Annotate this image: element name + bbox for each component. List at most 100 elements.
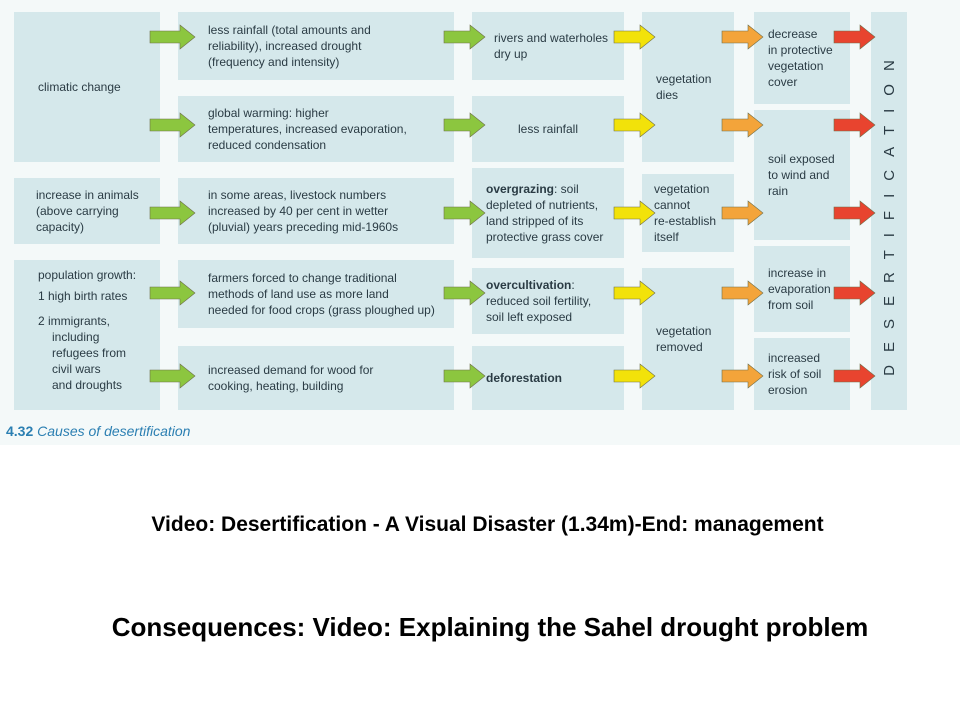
veg-cannot-line-2: cannot	[654, 198, 691, 212]
animals-line-1: increase in animals	[36, 188, 139, 202]
arrow-red-5	[833, 363, 876, 389]
animals-line-3: capacity)	[36, 220, 85, 234]
overcultivation-line-2: reduced soil fertility,	[486, 294, 592, 308]
wood-line-1: increased demand for wood for	[208, 363, 374, 377]
arrow-yellow-rivers	[613, 24, 656, 50]
erosion-line-1: increased	[768, 351, 821, 365]
arrow-yellow-overgrazing	[613, 200, 656, 226]
box-overgrazing: overgrazing: soil depleted of nutrients,…	[472, 168, 624, 258]
box-vegetation-removed: vegetation removed	[642, 268, 734, 410]
overgrazing-line-2: depleted of nutrients,	[486, 198, 599, 212]
box-climatic-change: climatic change	[14, 12, 160, 162]
arrow-yellow-deforestation	[613, 363, 656, 389]
veg-dies-line-1: vegetation	[656, 72, 712, 86]
rainfall-line-1: less rainfall (total amounts and	[208, 23, 371, 37]
box-vegetation-cannot-re-establish: vegetation cannot re-establish itself	[642, 174, 734, 252]
rivers-line-2: dry up	[494, 47, 528, 61]
arrow-orange-5	[721, 363, 764, 389]
caption-number: 4.32	[6, 423, 34, 439]
veg-removed-line-2: removed	[656, 340, 703, 354]
overgrazing-heading: overgrazing	[486, 182, 555, 196]
overgrazing-line-1: : soil	[554, 182, 579, 196]
box-soil-exposed: soil exposed to wind and rain	[754, 110, 850, 240]
arrow-green-warming	[149, 112, 196, 138]
less-rainfall-text: less rainfall	[517, 122, 579, 136]
desertification-vertical-label: DESERTIFICATION	[871, 12, 907, 410]
population-item-1: 1 high birth rates	[38, 289, 128, 303]
veg-removed-line-1: vegetation	[656, 324, 712, 338]
farmers-line-2: methods of land use as more land	[208, 287, 389, 301]
rivers-line-1: rivers and waterholes	[494, 31, 609, 45]
soil-exposed-line-2: to wind and	[768, 168, 830, 182]
population-title: population growth:	[38, 268, 137, 282]
warming-line-2: temperatures, increased evaporation,	[208, 122, 407, 136]
arrow-green-deforestation	[443, 363, 486, 389]
evaporation-line-1: increase in	[768, 266, 827, 280]
box-less-rainfall-drought: less rainfall (total amounts and reliabi…	[178, 12, 454, 80]
video-title-consequences: Consequences: Video: Explaining the Sahe…	[111, 612, 869, 642]
box-rivers-dry-up: rivers and waterholes dry up	[472, 12, 624, 80]
box-global-warming: global warming: higher temperatures, inc…	[178, 96, 454, 162]
arrow-green-less-rainfall	[443, 112, 486, 138]
figure-caption: 4.32 Causes of desertification	[6, 423, 190, 439]
decrease-line-4: cover	[768, 75, 798, 89]
wood-line-2: cooking, heating, building	[208, 379, 344, 393]
box-vegetation-dies: vegetation dies	[642, 12, 734, 162]
erosion-line-3: erosion	[768, 383, 808, 397]
population-item-2-line-5: and droughts	[52, 378, 123, 392]
arrow-red-3	[833, 200, 876, 226]
arrow-orange-4	[721, 280, 764, 306]
climatic-change-text: climatic change	[38, 80, 121, 94]
arrow-green-rainfall	[149, 24, 196, 50]
population-item-2-line-4: civil wars	[52, 362, 101, 376]
box-farmers-land-use: farmers forced to change traditional met…	[178, 260, 454, 328]
decrease-line-3: vegetation	[768, 59, 824, 73]
veg-dies-line-2: dies	[656, 88, 679, 102]
overcultivation-line-1: :	[571, 278, 575, 292]
farmers-line-1: farmers forced to change traditional	[208, 271, 397, 285]
arrow-red-1	[833, 24, 876, 50]
livestock-line-1: in some areas, livestock numbers	[208, 188, 387, 202]
arrow-yellow-less-rainfall	[613, 112, 656, 138]
deforestation-text: deforestation	[486, 371, 563, 385]
arrow-orange-2	[721, 112, 764, 138]
arrow-red-2	[833, 112, 876, 138]
evaporation-line-2: evaporation	[768, 282, 831, 296]
warming-line-1: global warming: higher	[208, 106, 329, 120]
desertification-diagram: climatic change increase in animals (abo…	[0, 0, 960, 445]
caption-text: Causes of desertification	[37, 423, 191, 439]
overgrazing-line-4: protective grass cover	[486, 230, 604, 244]
decrease-line-2: in protective	[768, 43, 833, 57]
flow-arrows	[149, 24, 876, 389]
warming-line-3: reduced condensation	[208, 138, 327, 152]
arrow-orange-3	[721, 200, 764, 226]
box-overcultivation: overcultivation: reduced soil fertility,…	[472, 268, 624, 334]
box-deforestation: deforestation	[472, 346, 624, 410]
evaporation-line-3: from soil	[768, 298, 814, 312]
veg-cannot-line-4: itself	[654, 230, 679, 244]
arrow-green-overcultivation	[443, 280, 486, 306]
overcultivation-heading: overcultivation	[486, 278, 572, 292]
arrow-orange-1	[721, 24, 764, 50]
arrow-green-overgrazing	[443, 200, 486, 226]
population-item-2-line-2: including	[52, 330, 100, 344]
animals-line-2: (above carrying	[36, 204, 119, 218]
rainfall-line-3: (frequency and intensity)	[208, 55, 340, 69]
soil-exposed-line-1: soil exposed	[768, 152, 835, 166]
box-livestock-numbers: in some areas, livestock numbers increas…	[178, 178, 454, 244]
overgrazing-line-3: land stripped of its	[486, 214, 584, 228]
box-wood-demand: increased demand for wood for cooking, h…	[178, 346, 454, 410]
overcultivation-line-3: soil left exposed	[486, 310, 573, 324]
arrow-yellow-overcultivation	[613, 280, 656, 306]
population-item-2-line-3: refugees from	[52, 346, 127, 360]
arrow-green-wood	[149, 363, 196, 389]
veg-cannot-line-3: re-establish	[654, 214, 717, 228]
veg-cannot-line-1: vegetation	[654, 182, 710, 196]
arrow-green-rivers	[443, 24, 486, 50]
farmers-line-3: needed for food crops (grass ploughed up…	[208, 303, 435, 317]
livestock-line-3: (pluvial) years preceding mid-1960s	[208, 220, 399, 234]
livestock-line-2: increased by 40 per cent in wetter	[208, 204, 389, 218]
soil-exposed-line-3: rain	[768, 184, 789, 198]
population-item-2: 2 immigrants,	[38, 314, 111, 328]
box-decrease-vegetation-cover: decrease in protective vegetation cover	[754, 12, 850, 104]
